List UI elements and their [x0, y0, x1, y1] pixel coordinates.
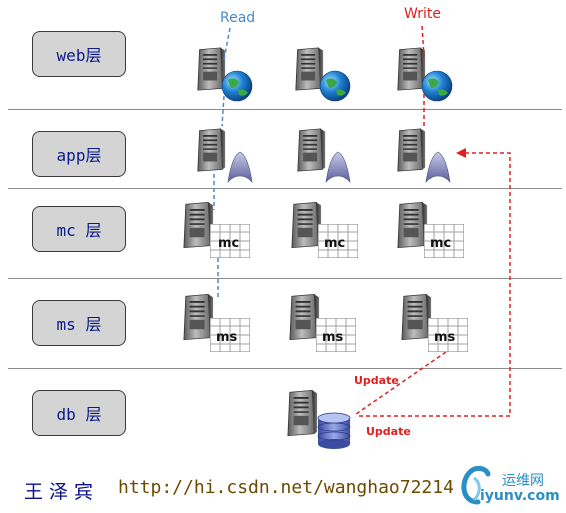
- web-server-3: [397, 47, 453, 102]
- db-server: [287, 389, 351, 449]
- watermark-site-url: iyunv.com: [480, 488, 560, 504]
- mc-label-2: mc: [324, 236, 345, 251]
- database-icon: [317, 412, 351, 449]
- divider-app-mc: [8, 188, 562, 189]
- web-server-1: [197, 47, 253, 102]
- layer-ms: ms 层: [32, 300, 126, 346]
- ms-label-1: ms: [216, 330, 238, 345]
- layer-web: web层: [32, 31, 126, 77]
- write-label: Write: [404, 6, 441, 22]
- ms-server-2: ms: [289, 293, 356, 352]
- web-server-2: [295, 47, 351, 102]
- app-server-2: [297, 128, 351, 184]
- watermark-site-name: 运维网: [502, 473, 544, 489]
- ms-server-3: ms: [401, 293, 468, 352]
- ms-server-1: ms: [183, 293, 250, 352]
- ms-label-2: ms: [322, 330, 344, 345]
- write-flow-line-2: [356, 152, 511, 417]
- layer-db: db 层: [32, 390, 126, 436]
- update-label-2: Update: [366, 425, 411, 438]
- mc-server-3: mc: [397, 201, 464, 258]
- mc-label-3: mc: [430, 236, 451, 251]
- app-server-3: [397, 128, 451, 184]
- layer-mc: mc 层: [32, 206, 126, 252]
- read-flow-line: [213, 27, 231, 300]
- mc-label-1: mc: [218, 236, 239, 251]
- layer-app: app层: [32, 131, 126, 177]
- watermark-logo-icon: [461, 465, 491, 505]
- read-label: Read: [220, 10, 256, 26]
- app-server-1: [197, 128, 253, 184]
- mc-server-1: mc: [183, 201, 250, 258]
- divider-ms-db: [8, 368, 562, 369]
- update-flow-line: [355, 351, 447, 415]
- divider-web-app: [8, 109, 562, 110]
- blog-url[interactable]: http://hi.csdn.net/wanghao72214: [118, 477, 454, 498]
- ms-label-3: ms: [434, 330, 456, 345]
- write-flow-line-1: [421, 25, 425, 128]
- write-arrow-head: [456, 148, 466, 158]
- mc-server-2: mc: [291, 201, 358, 258]
- update-label-1: Update: [354, 374, 399, 387]
- divider-mc-ms: [8, 278, 562, 279]
- author-name: 王泽宾: [24, 481, 100, 503]
